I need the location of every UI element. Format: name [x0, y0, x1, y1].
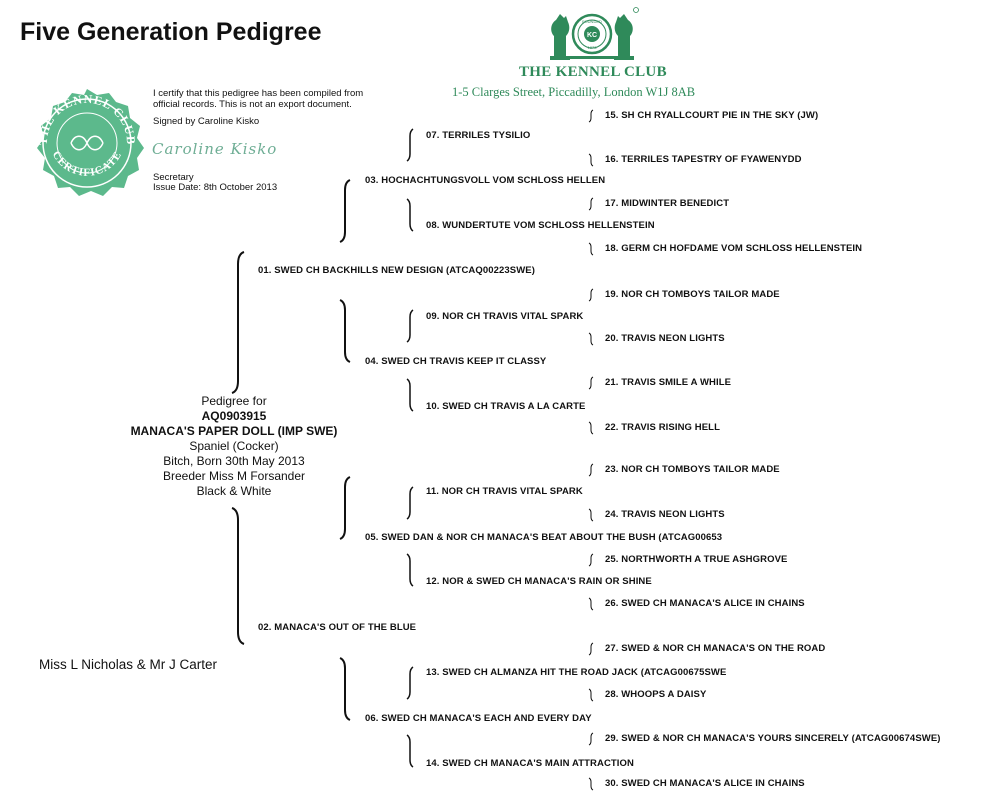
bracket-06-to-13	[406, 666, 414, 700]
certificate-seal: THE KENNEL CLUB CERTIFICATE	[36, 89, 144, 196]
ancestor-25: 25. NORTHWORTH A TRUE ASHGROVE	[605, 554, 788, 565]
ancestor-18: 18. GERM CH HOFDAME VOM SCHLOSS HELLENST…	[605, 243, 863, 254]
bracket-01-to-03	[339, 179, 351, 243]
ancestor-30: 30. SWED CH MANACA'S ALICE IN CHAINS	[605, 778, 805, 789]
ancestor-21: 21. TRAVIS SMILE A WHILE	[605, 377, 732, 388]
subject-block: Pedigree for AQ0903915 MANACA'S PAPER DO…	[84, 394, 384, 499]
bracket-10-to-22	[588, 421, 594, 435]
bracket-sire-line	[231, 251, 245, 394]
ancestor-22: 22. TRAVIS RISING HELL	[605, 422, 720, 433]
bracket-08-to-17	[588, 197, 594, 211]
secretary-role: Secretary	[153, 172, 194, 183]
bracket-dam-line	[231, 507, 245, 645]
bracket-13-to-28	[588, 688, 594, 702]
bracket-04-to-09	[406, 309, 414, 343]
ancestor-20: 20. TRAVIS NEON LIGHTS	[605, 333, 725, 344]
ancestor-08: 08. WUNDERTUTE VOM SCHLOSS HELLENSTEIN	[426, 220, 655, 231]
bracket-05-to-11	[406, 486, 414, 520]
bracket-13-to-27	[588, 642, 594, 656]
ancestor-12: 12. NOR & SWED CH MANACA'S RAIN OR SHINE	[426, 576, 652, 587]
bracket-09-to-19	[588, 288, 594, 302]
bracket-08-to-18	[588, 242, 594, 256]
bracket-06-to-14	[406, 734, 414, 768]
bracket-03-to-08	[406, 198, 414, 232]
bracket-14-to-29	[588, 732, 594, 746]
owners: Miss L Nicholas & Mr J Carter	[39, 657, 218, 672]
bracket-04-to-10	[406, 378, 414, 412]
kennel-club-name: THE KENNEL CLUB	[519, 64, 667, 80]
certify-line-2: official records. This is not an export …	[153, 99, 352, 110]
bracket-11-to-24	[588, 508, 594, 522]
ancestor-16: 16. TERRILES TAPESTRY OF FYAWENYDD	[605, 154, 802, 165]
ancestor-02: 02. MANACA'S OUT OF THE BLUE	[258, 622, 417, 633]
page-title: Five Generation Pedigree	[20, 18, 322, 46]
logo-motto: FOUNDED	[582, 19, 602, 24]
ancestor-28: 28. WHOOPS A DAISY	[605, 689, 707, 700]
ancestor-11: 11. NOR CH TRAVIS VITAL SPARK	[426, 486, 583, 497]
bracket-02-to-05	[339, 476, 351, 540]
bracket-02-to-06	[339, 657, 351, 721]
issue-date: Issue Date: 8th October 2013	[153, 182, 278, 193]
bracket-07-to-16	[588, 153, 594, 167]
signed-by: Signed by Caroline Kisko	[153, 116, 260, 127]
ancestor-01: 01. SWED CH BACKHILLS NEW DESIGN (ATCAQ0…	[258, 265, 535, 276]
ancestor-06: 06. SWED CH MANACA'S EACH AND EVERY DAY	[365, 713, 592, 724]
ancestor-04: 04. SWED CH TRAVIS KEEP IT CLASSY	[365, 356, 547, 367]
signature: Caroline Kisko	[152, 140, 278, 158]
bracket-07-to-15	[588, 109, 594, 123]
kennel-club-address: 1-5 Clarges Street, Piccadilly, London W…	[452, 85, 696, 99]
bracket-10-to-21	[588, 376, 594, 390]
ancestor-19: 19. NOR CH TOMBOYS TAILOR MADE	[605, 289, 780, 300]
bracket-12-to-25	[588, 553, 594, 567]
bracket-09-to-20	[588, 332, 594, 346]
ancestor-23: 23. NOR CH TOMBOYS TAILOR MADE	[605, 464, 780, 475]
ancestor-17: 17. MIDWINTER BENEDICT	[605, 198, 730, 209]
bracket-12-to-26	[588, 597, 594, 611]
ancestor-09: 09. NOR CH TRAVIS VITAL SPARK	[426, 311, 584, 322]
bracket-11-to-23	[588, 463, 594, 477]
certify-line-1: I certify that this pedigree has been co…	[153, 88, 364, 99]
subject-heading: Pedigree for	[201, 394, 267, 408]
subject-breeder: Breeder Miss M Forsander	[162, 469, 306, 483]
bracket-01-to-04	[339, 299, 351, 363]
ancestor-27: 27. SWED & NOR CH MANACA'S ON THE ROAD	[605, 643, 826, 654]
bracket-03-to-07	[406, 128, 414, 162]
ancestor-07: 07. TERRILES TYSILIO	[426, 130, 531, 141]
logo-initials: KC	[587, 32, 597, 39]
ancestor-03: 03. HOCHACHTUNGSVOLL VOM SCHLOSS HELLEN	[365, 175, 606, 186]
ancestor-26: 26. SWED CH MANACA'S ALICE IN CHAINS	[605, 598, 805, 609]
logo-year: 1873	[588, 45, 598, 50]
ancestor-05: 05. SWED DAN & NOR CH MANACA'S BEAT ABOU…	[365, 532, 723, 543]
kennel-club-logo: KC FOUNDED 1873	[550, 7, 639, 60]
bracket-05-to-12	[406, 553, 414, 587]
subject-reg-no: AQ0903915	[201, 409, 267, 423]
subject-name: MANACA'S PAPER DOLL (IMP SWE)	[130, 424, 338, 438]
ancestor-24: 24. TRAVIS NEON LIGHTS	[605, 509, 725, 520]
bracket-14-to-30	[588, 777, 594, 791]
ancestor-10: 10. SWED CH TRAVIS A LA CARTE	[426, 401, 586, 412]
subject-colour: Black & White	[196, 484, 272, 498]
ancestor-15: 15. SH CH RYALLCOURT PIE IN THE SKY (JW)	[605, 110, 819, 121]
ancestor-13: 13. SWED CH ALMANZA HIT THE ROAD JACK (A…	[426, 667, 727, 678]
ancestor-29: 29. SWED & NOR CH MANACA'S YOURS SINCERE…	[605, 733, 941, 744]
ancestor-14: 14. SWED CH MANACA'S MAIN ATTRACTION	[426, 758, 634, 769]
subject-breed: Spaniel (Cocker)	[189, 439, 279, 453]
subject-sex-born: Bitch, Born 30th May 2013	[163, 454, 305, 468]
